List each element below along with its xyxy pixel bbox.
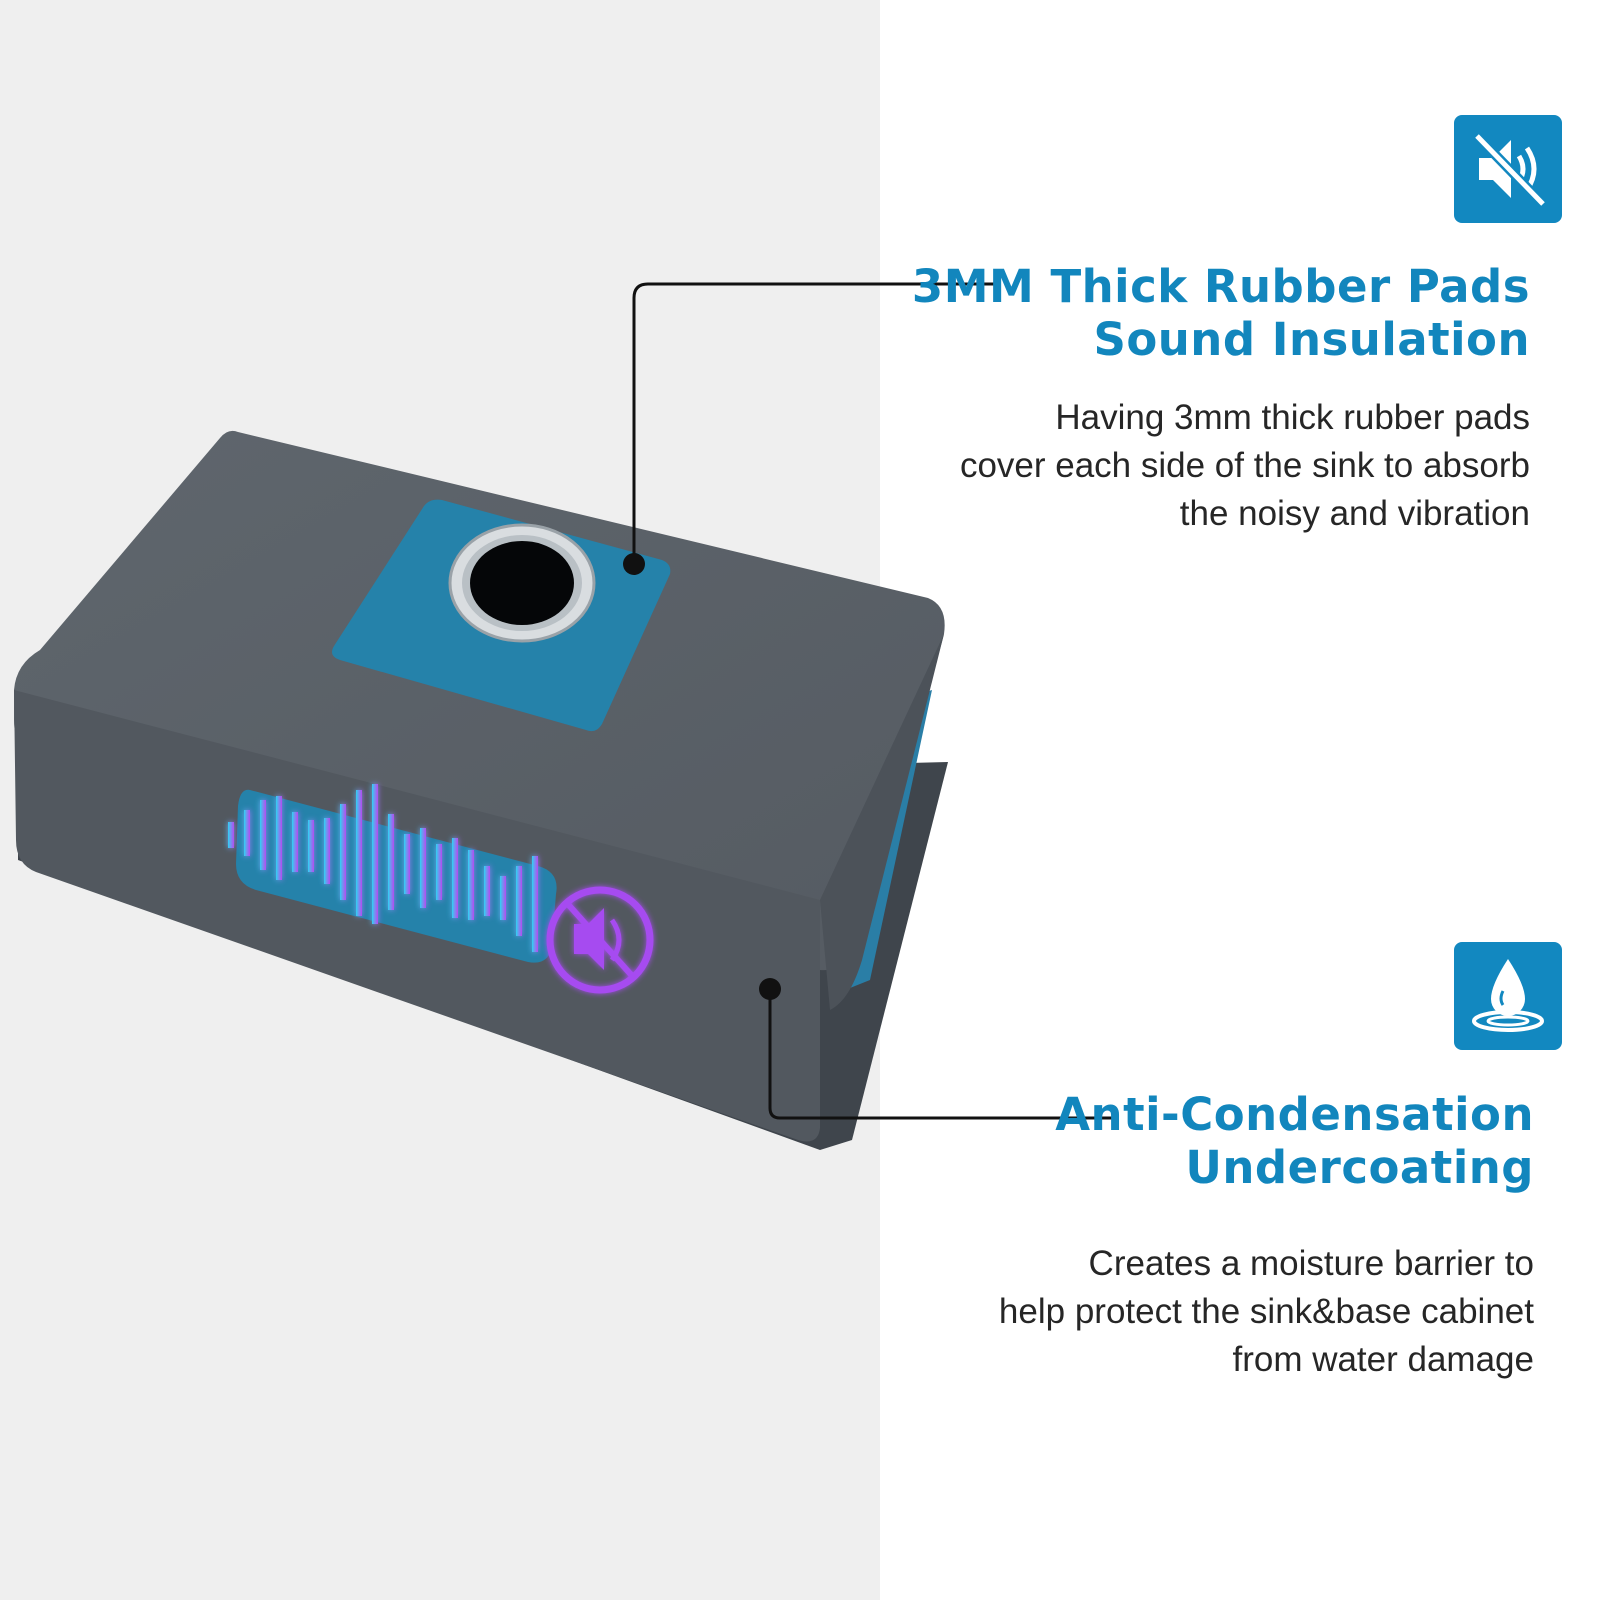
sink-body — [14, 430, 945, 971]
feature-description-sound: Having 3mm thick rubber pads cover each … — [959, 398, 1530, 533]
sound-wave — [228, 784, 538, 952]
feature-icon-tile-sound — [1454, 115, 1562, 223]
callout-dot-top — [623, 553, 645, 575]
feature-title-condensation: Anti-Condensation Undercoating — [894, 1088, 1534, 1194]
feature-title-line: Undercoating — [1185, 1141, 1534, 1194]
water-drop-icon — [1472, 959, 1544, 1032]
callout-dot-bottom — [759, 978, 781, 1000]
drain-hole — [470, 541, 574, 625]
feature-description-condensation: Creates a moisture barrier to help prote… — [998, 1244, 1534, 1379]
feature-title-sound: 3MM Thick Rubber Pads Sound Insulation — [890, 260, 1530, 366]
feature-title-line: Anti-Condensation — [1055, 1088, 1534, 1141]
feature-title-line: Sound Insulation — [1093, 313, 1530, 366]
front-rubber-pad — [236, 789, 557, 963]
mute-speaker-icon — [1473, 132, 1547, 208]
mute-badge-icon — [546, 886, 654, 994]
callout-lines — [632, 282, 1114, 1120]
feature-title-line: 3MM Thick Rubber Pads — [911, 260, 1530, 313]
feature-icon-tile-water — [1454, 942, 1562, 1050]
